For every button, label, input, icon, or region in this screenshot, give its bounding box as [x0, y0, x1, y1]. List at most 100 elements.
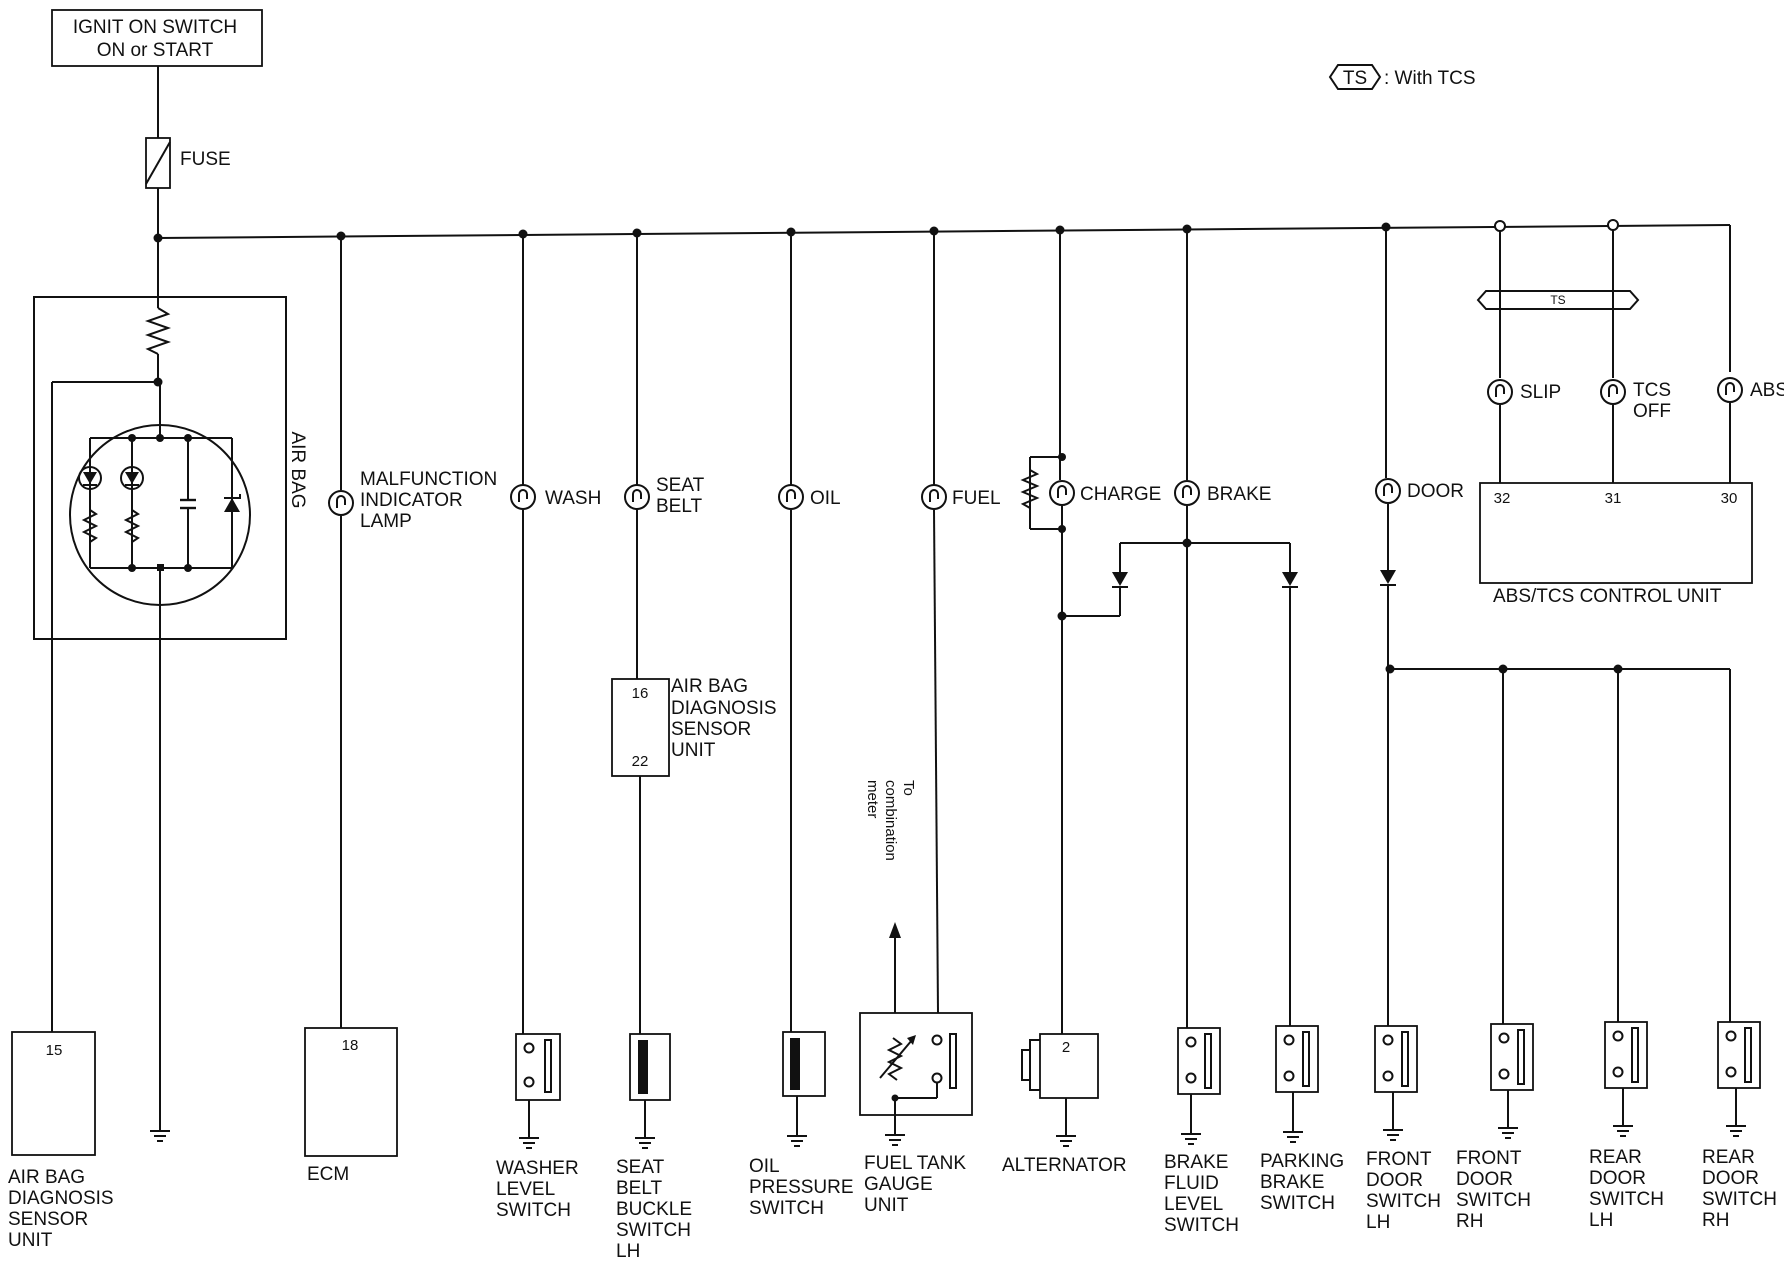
- washer-label-1: WASHER: [496, 1158, 579, 1179]
- oil-pressure-switch: [782, 1031, 826, 1097]
- seat-belt-buckle-switch: [629, 1033, 671, 1101]
- rdrh-label-1: REAR: [1702, 1147, 1755, 1168]
- brake-fluid-level-switch: [1177, 1027, 1221, 1095]
- fuel-bulb-icon: [921, 484, 947, 510]
- brake-label: BRAKE: [1207, 484, 1271, 505]
- abs-unit-label: ABS/TCS CONTROL UNIT: [1493, 586, 1722, 607]
- washer-label-3: SWITCH: [496, 1200, 571, 1221]
- combo-meter-note-2: combination: [882, 780, 899, 861]
- airbag-module: AIR BAG: [33, 238, 308, 1142]
- rdlh-label-2: DOOR: [1589, 1168, 1646, 1189]
- wash-bulb-icon: [510, 484, 536, 510]
- rear-door-switch-rh: [1717, 1021, 1761, 1089]
- buckle-label-4: SWITCH: [616, 1220, 691, 1241]
- door-bulb-icon: [1375, 478, 1401, 504]
- door-label: DOOR: [1407, 481, 1464, 502]
- ts-band-label: TS: [1550, 293, 1565, 307]
- front-door-switch-rh: [1490, 1023, 1534, 1091]
- mil-label-2: INDICATOR: [360, 490, 463, 511]
- combo-meter-note-3: meter: [864, 780, 881, 818]
- fdlh-label-3: SWITCH: [1366, 1191, 1441, 1212]
- ecm-pin: 18: [342, 1037, 359, 1054]
- abs-tcs-control-unit: [1479, 482, 1753, 584]
- brake-bulb-icon: [1174, 480, 1200, 506]
- tcs-off-label-1: TCS: [1633, 380, 1671, 401]
- parking-brake-switch: [1275, 1025, 1319, 1093]
- buckle-label-5: LH: [616, 1241, 640, 1262]
- brake-fluid-label-1: BRAKE: [1164, 1152, 1228, 1173]
- abs-pin-31: 31: [1605, 490, 1622, 507]
- washer-branch: WASH WASHER LEVEL SWITCH: [496, 234, 601, 1221]
- seat-belt-pin-16: 16: [632, 685, 649, 702]
- ecm-box: [304, 1027, 398, 1157]
- mil-label-3: LAMP: [360, 511, 412, 532]
- sb-sensor-label-3: SENSOR: [671, 719, 751, 740]
- sb-sensor-label-2: DIAGNOSIS: [671, 698, 777, 719]
- abs-bulb-icon: [1717, 377, 1743, 403]
- buckle-label-3: BUCKLE: [616, 1199, 692, 1220]
- legend-text: : With TCS: [1384, 68, 1476, 89]
- slip-bulb-icon: [1487, 379, 1513, 405]
- seat-belt-pin-22: 22: [632, 753, 649, 770]
- alternator-box: [1039, 1033, 1099, 1099]
- legend: TS : With TCS: [1328, 64, 1476, 90]
- airbag-unit-label-3: SENSOR: [8, 1209, 88, 1230]
- fdrh-label-1: FRONT: [1456, 1148, 1522, 1169]
- rdrh-label-3: SWITCH: [1702, 1189, 1777, 1210]
- seat-belt-sensor-box: [611, 678, 670, 777]
- front-door-switch-lh: [1374, 1025, 1418, 1093]
- slip-label: SLIP: [1520, 382, 1561, 403]
- fdrh-label-2: DOOR: [1456, 1169, 1513, 1190]
- oil-switch-label-3: SWITCH: [749, 1198, 824, 1219]
- mil-bulb-icon: [328, 490, 354, 516]
- washer-level-switch: [515, 1033, 561, 1101]
- rear-door-switch-lh: [1604, 1021, 1648, 1089]
- malfunction-indicator-branch: MALFUNCTION INDICATOR LAMP 18 ECM: [304, 236, 497, 1185]
- charge-label: CHARGE: [1080, 484, 1161, 505]
- oil-bulb-icon: [778, 484, 804, 510]
- fuel-gauge-label-3: UNIT: [864, 1195, 909, 1216]
- ecm-label: ECM: [307, 1164, 349, 1185]
- tcs-off-label-2: OFF: [1633, 401, 1671, 422]
- seat-belt-label-2: BELT: [656, 496, 703, 517]
- rdlh-label-3: SWITCH: [1589, 1189, 1664, 1210]
- tcs-off-bulb-icon: [1600, 379, 1626, 405]
- oil-label: OIL: [810, 488, 841, 509]
- airbag-diagnosis-unit-bottom: 15 AIR BAG DIAGNOSIS SENSOR UNIT: [8, 1031, 114, 1251]
- ignition-switch-box: IGNIT ON SWITCH ON or START: [51, 9, 263, 67]
- fuel-label: FUEL: [952, 488, 1001, 509]
- wash-label: WASH: [545, 488, 601, 509]
- abs-label: ABS: [1750, 380, 1784, 401]
- abs-tcs-branch: TS SLIP TCS OFF ABS 32 31 30 ABS/TCS CON…: [1476, 230, 1784, 607]
- mil-label-1: MALFUNCTION: [360, 469, 497, 490]
- rdlh-label-4: LH: [1589, 1210, 1613, 1231]
- brake-fluid-label-2: FLUID: [1164, 1173, 1219, 1194]
- abs-pin-30: 30: [1721, 490, 1738, 507]
- sb-sensor-label-4: UNIT: [671, 740, 716, 761]
- parking-brake-label-3: SWITCH: [1260, 1193, 1335, 1214]
- fuel-gauge-label-1: FUEL TANK: [864, 1153, 966, 1174]
- brake-branch: BRAKE BRAKE FLUID LEVEL SWITCH PARKING B…: [1164, 229, 1344, 1236]
- seat-belt-branch: SEAT BELT 16 22 AIR BAG DIAGNOSIS SENSOR…: [611, 233, 777, 1262]
- ts-band: [1476, 290, 1640, 310]
- fdrh-label-4: RH: [1456, 1211, 1483, 1232]
- oil-switch-label-2: PRESSURE: [749, 1177, 854, 1198]
- fuse-symbol: [145, 137, 171, 189]
- ignition-line2: ON or START: [97, 40, 214, 61]
- parking-brake-label-2: BRAKE: [1260, 1172, 1324, 1193]
- charge-branch: CHARGE 2 ALTERNATOR: [1002, 230, 1290, 1176]
- parking-brake-label-1: PARKING: [1260, 1151, 1344, 1172]
- rdlh-label-1: REAR: [1589, 1147, 1642, 1168]
- seat-belt-label-1: SEAT: [656, 475, 705, 496]
- airbag-unit-label-4: UNIT: [8, 1230, 53, 1251]
- rdrh-label-4: RH: [1702, 1210, 1729, 1231]
- ignition-line1: IGNIT ON SWITCH: [73, 17, 237, 38]
- airbag-unit-label-2: DIAGNOSIS: [8, 1188, 114, 1209]
- buckle-label-1: SEAT: [616, 1157, 665, 1178]
- charge-bulb-icon: [1049, 480, 1075, 506]
- main-bus-wire: [157, 224, 1731, 239]
- legend-symbol: TS: [1343, 68, 1367, 89]
- fuse-label: FUSE: [180, 149, 231, 170]
- door-branch: DOOR FRONT DOOR SWITCH LH FRONT DOOR SWI…: [1366, 227, 1777, 1233]
